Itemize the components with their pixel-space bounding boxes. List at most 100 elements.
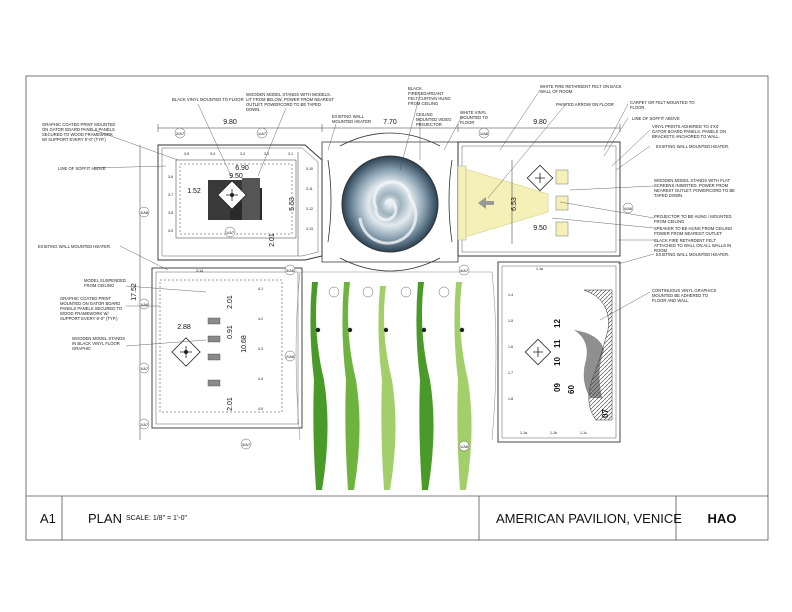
grid-bubble: 2/A6	[284, 350, 296, 362]
sheet-border	[25, 75, 769, 541]
project-name: AMERICAN PAVILION, VENICE	[496, 510, 682, 526]
vertical-label: 09	[553, 383, 562, 392]
vertical-label: 12	[553, 319, 562, 328]
dimension-lines	[139, 124, 621, 440]
note-speaker: SPEAKER TO BE HUNG FROM CEILING POWER FR…	[654, 226, 733, 237]
note-wooden-stands-black-vinyl: WOODEN MODEL STANDS IN BLACK VINYL FLOOR…	[72, 336, 126, 352]
panel-label: 3-1	[288, 152, 293, 156]
dimension-vertical-a: 0.91	[227, 325, 234, 339]
note-continuous-vinyl: CONTINUOUS VINYL GRAPHICS MOUNTED BE ADH…	[652, 288, 717, 304]
svg-text:1/A7: 1/A7	[258, 131, 267, 136]
panel-label: 3-9	[168, 229, 173, 233]
note-vinyl-prints: VINYL PRINTS ADHERED TO 4'X4' GATOR BOAR…	[652, 124, 726, 140]
panel-label: 4-2	[258, 317, 263, 321]
grid-bubble: 3/A7	[240, 438, 252, 450]
grid-bubble: 1/A6	[458, 440, 470, 452]
center-rotunda	[321, 132, 459, 272]
panel-label: 3-3	[240, 152, 245, 156]
note-existing-heater: EXISTING WALL MOUNTED HEATER	[332, 114, 372, 125]
sculpture-anchor-points	[315, 327, 465, 333]
panel-label: 1-1a	[536, 267, 543, 271]
dimension-left-width: 9.80	[223, 119, 237, 126]
grid-bubble: 2/A6	[138, 206, 150, 218]
svg-text:3/A7: 3/A7	[140, 366, 149, 371]
dimension-mid-height-2: 2.01	[227, 295, 234, 309]
grid-bubble: 2/A7	[174, 127, 186, 139]
drawing-scale: SCALE: 1/8" = 1'-0"	[126, 514, 187, 522]
note-wooden-model-stands: WOODEN MODEL STANDS WITH MODELS. LIT FRO…	[246, 92, 335, 113]
grid-bubble: 1/A6	[478, 127, 490, 139]
column-circles	[328, 286, 450, 298]
grid-bubble: 3/A6	[138, 298, 150, 310]
panel-label: 3-7	[168, 193, 173, 197]
panel-label: 3-14	[196, 269, 203, 273]
svg-text:2/A7: 2/A7	[176, 131, 185, 136]
projection-screen-strip	[457, 165, 467, 241]
panel-label: 3-10	[306, 167, 313, 171]
note-carpet-felt: CARPET OR FELT MOUNTED TO FLOOR.	[630, 100, 695, 111]
panel-label: 3-11	[306, 187, 313, 191]
panel-label: 1-8	[508, 397, 513, 401]
dimension-bottom-width: 2.88	[177, 324, 191, 331]
panel-label: 4-4	[258, 377, 263, 381]
panel-label: 3-13	[306, 227, 313, 231]
north-arrow	[524, 338, 552, 366]
grid-bubble: 3/A7	[138, 362, 150, 374]
note-graphic-print-bottom: GRAPHIC COATED PRINT MOUNTED ON GATOR BO…	[60, 296, 123, 322]
dimension-top-table-width: 6.90	[235, 165, 249, 172]
grid-bubble: 1/A7	[256, 127, 268, 139]
note-soffit-left: LINE OF SOFFIT ABOVE	[58, 166, 106, 171]
annotation-leader-lines	[93, 89, 655, 347]
dimension-mid-height: 2.01	[269, 233, 276, 247]
vertical-label: 10	[553, 357, 562, 366]
north-arrow	[171, 337, 201, 367]
note-projector-hung: PROJECTOR TO BE HUNG / MOUNTED FROM CEIL…	[654, 214, 732, 225]
flat-screen-stands	[555, 169, 569, 237]
painted-arrow-on-floor	[478, 197, 494, 209]
firm-name: HAO	[707, 510, 737, 526]
svg-text:1/A6: 1/A6	[480, 131, 489, 136]
panel-label: 3-6	[168, 175, 173, 179]
dimension-top-panel-width: 1.52	[187, 188, 201, 195]
svg-text:2/A7: 2/A7	[140, 422, 149, 427]
grid-bubble: 2/A7	[138, 418, 150, 430]
continuous-vinyl-floor-graphic	[574, 330, 604, 398]
note-flat-screens: WOODEN MODEL STANDS WITH FLAT SCREENS IN…	[654, 178, 735, 199]
grid-bubble: 4/A6	[622, 202, 634, 214]
panel-label: 4-3	[258, 347, 263, 351]
svg-text:3/A6: 3/A6	[140, 302, 149, 307]
svg-text:1/A7: 1/A7	[226, 230, 235, 235]
sheet-number: A1	[40, 510, 56, 526]
dimension-right-width: 9.80	[533, 119, 547, 126]
dimension-left-room-height: 17.52	[131, 283, 138, 301]
note-black-felt-curtain: BLACK FIREREDARDANT FELT CURTAIN HUNG FR…	[408, 86, 451, 107]
panel-label: 3-12	[306, 207, 313, 211]
note-ceiling-projector: CEILING MOUNTED VIDEO PROJECTOR	[416, 112, 452, 128]
svg-text:3/A7: 3/A7	[242, 442, 251, 447]
panel-label: 1-7	[508, 371, 513, 375]
dimension-vertical-b: 10.68	[241, 335, 248, 353]
panel-label: 3-8	[168, 211, 173, 215]
panel-label: 1-1b	[550, 431, 557, 435]
note-soffit-right: LINE OF SOFFIT ABOVE	[632, 116, 680, 121]
dimension-lower-height: 2.01	[227, 397, 234, 411]
green-sculpture-strips	[310, 282, 472, 490]
panel-label: 1-4	[508, 293, 513, 297]
panel-label: 4-5	[258, 407, 263, 411]
dimension-small-height: 5.53	[289, 197, 296, 211]
svg-text:2/A6: 2/A6	[140, 210, 149, 215]
dimension-right-room-height: 6.53	[511, 197, 518, 211]
title-block: A1 PLAN SCALE: 1/8" = 1'-0" AMERICAN PAV…	[26, 496, 768, 540]
svg-text:4/A6: 4/A6	[624, 206, 633, 211]
note-white-felt: WHITE FIRE RETARDENT FELT ON BACK WALL O…	[540, 84, 622, 95]
panel-label: 1-5	[508, 319, 513, 323]
panel-label: 1-6	[508, 345, 513, 349]
grid-bubble: 1/A7	[224, 226, 236, 238]
left-lower-model-stands	[207, 317, 221, 387]
note-heater-right-top: EXISTING WALL MOUNTED HEATER.	[656, 144, 729, 149]
panel-label: 1-1c	[580, 431, 587, 435]
svg-text:4/A7: 4/A7	[460, 268, 469, 273]
note-white-vinyl: WHITE VINYL MOUNTED TO FLOOR	[460, 110, 488, 126]
north-arrow	[526, 164, 554, 192]
